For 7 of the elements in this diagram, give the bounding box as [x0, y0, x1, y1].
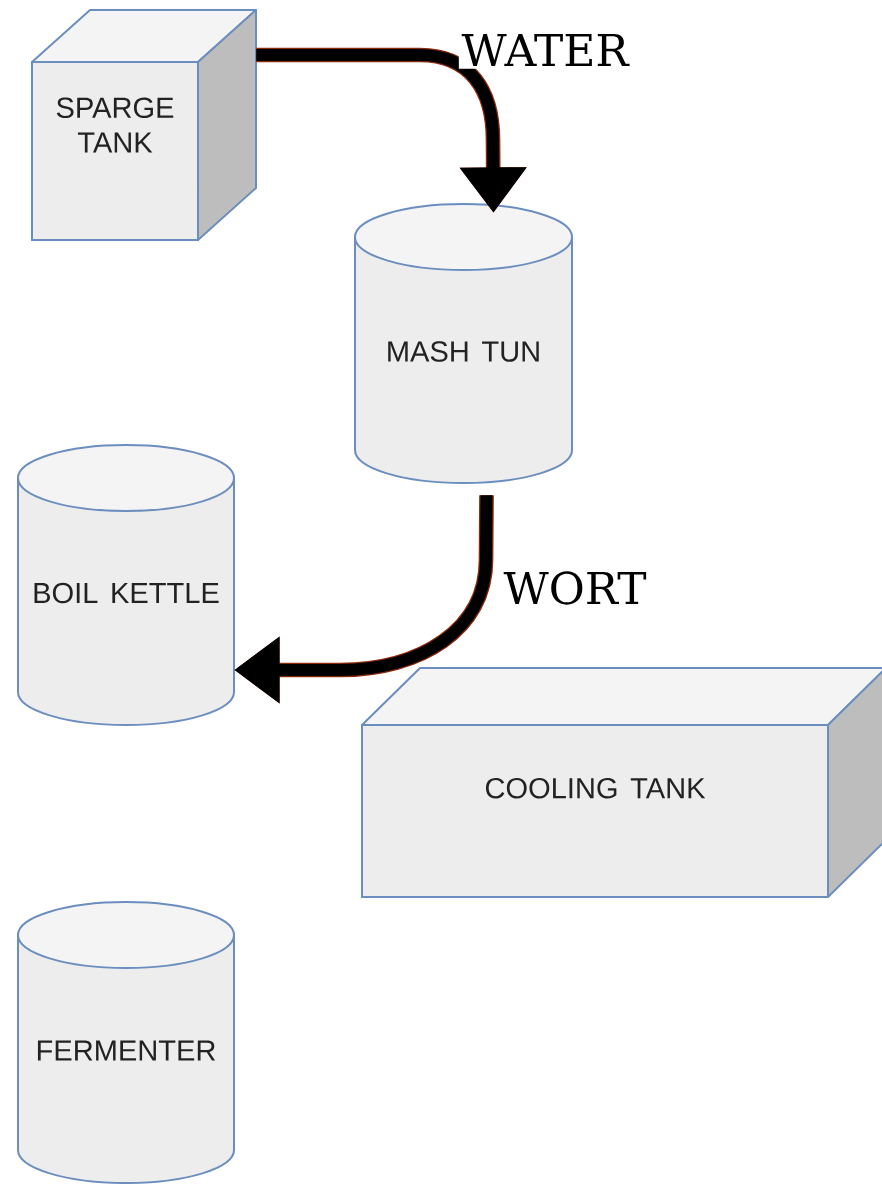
tank-box: COOLING TANK	[361, 667, 882, 898]
cylinder-tank: FERMENTER	[17, 901, 235, 1184]
tank-box: SPARGE TANK	[31, 9, 257, 241]
edge-label: WATER	[458, 31, 632, 69]
cylinder-tank: BOIL KETTLE	[17, 444, 235, 726]
cylinder-tank: MASH TUN	[354, 203, 573, 484]
edge-label: WORT	[500, 568, 650, 608]
